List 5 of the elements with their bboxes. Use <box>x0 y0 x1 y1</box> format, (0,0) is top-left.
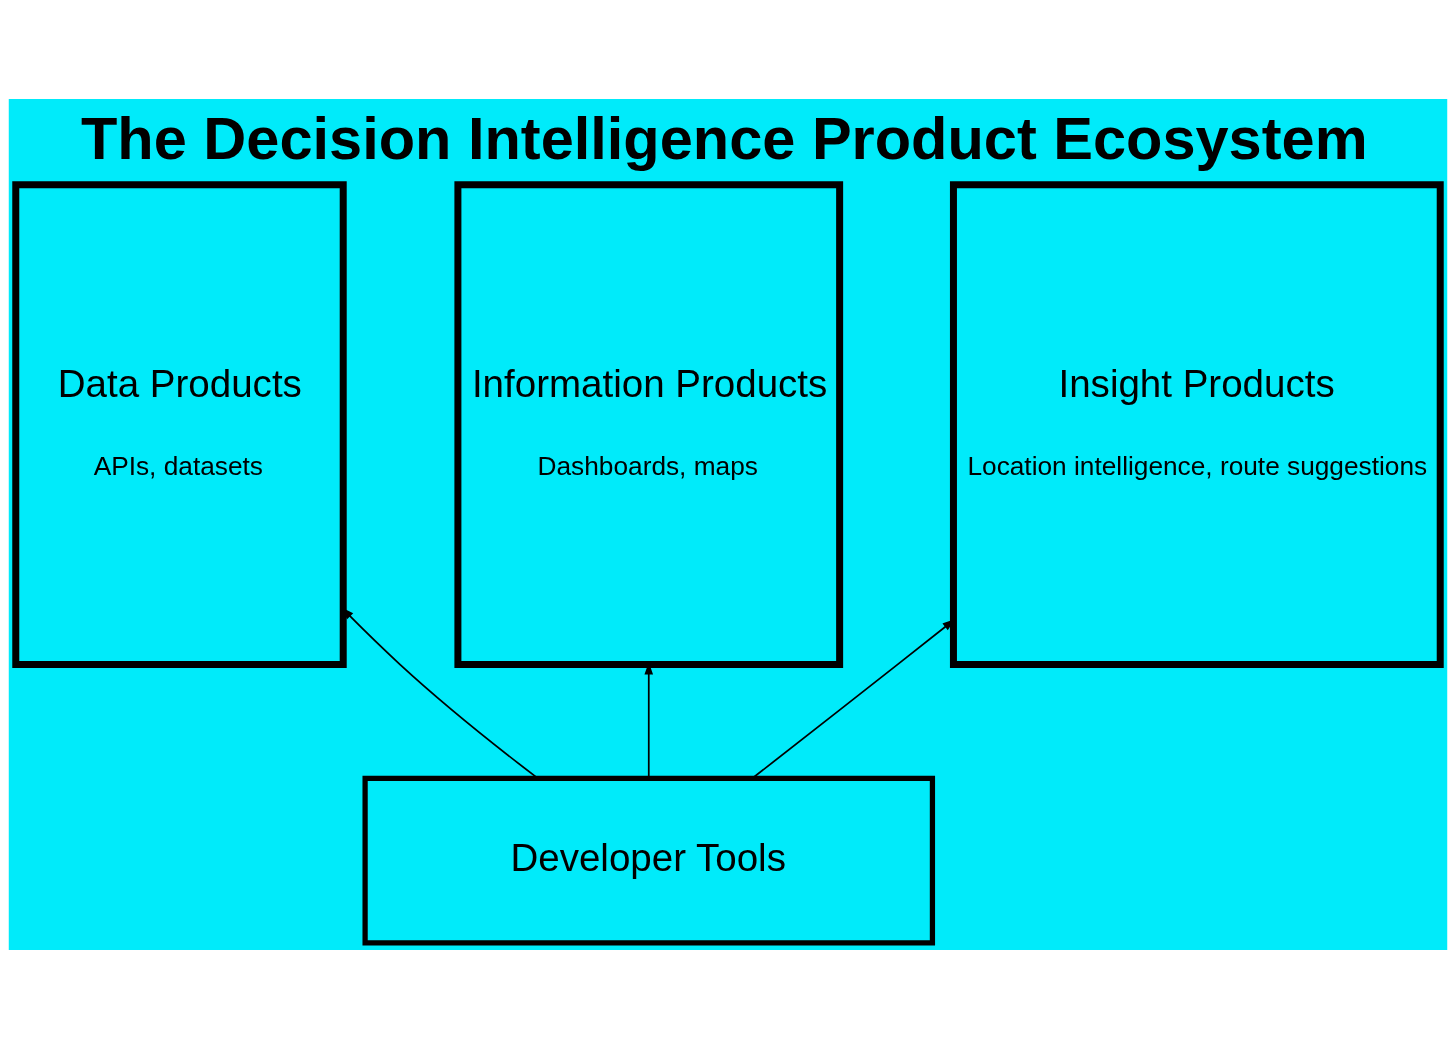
node-box: Developer Tools <box>362 775 936 946</box>
node-box: Data Products APIs, datasets <box>12 180 347 668</box>
diagram-title: The Decision Intelligence Product Ecosystem <box>80 104 1368 172</box>
node-box: Insight Products Location intelligence, route suggestions <box>949 180 1444 668</box>
node-box: Information Products Dashboards, maps <box>454 180 844 668</box>
